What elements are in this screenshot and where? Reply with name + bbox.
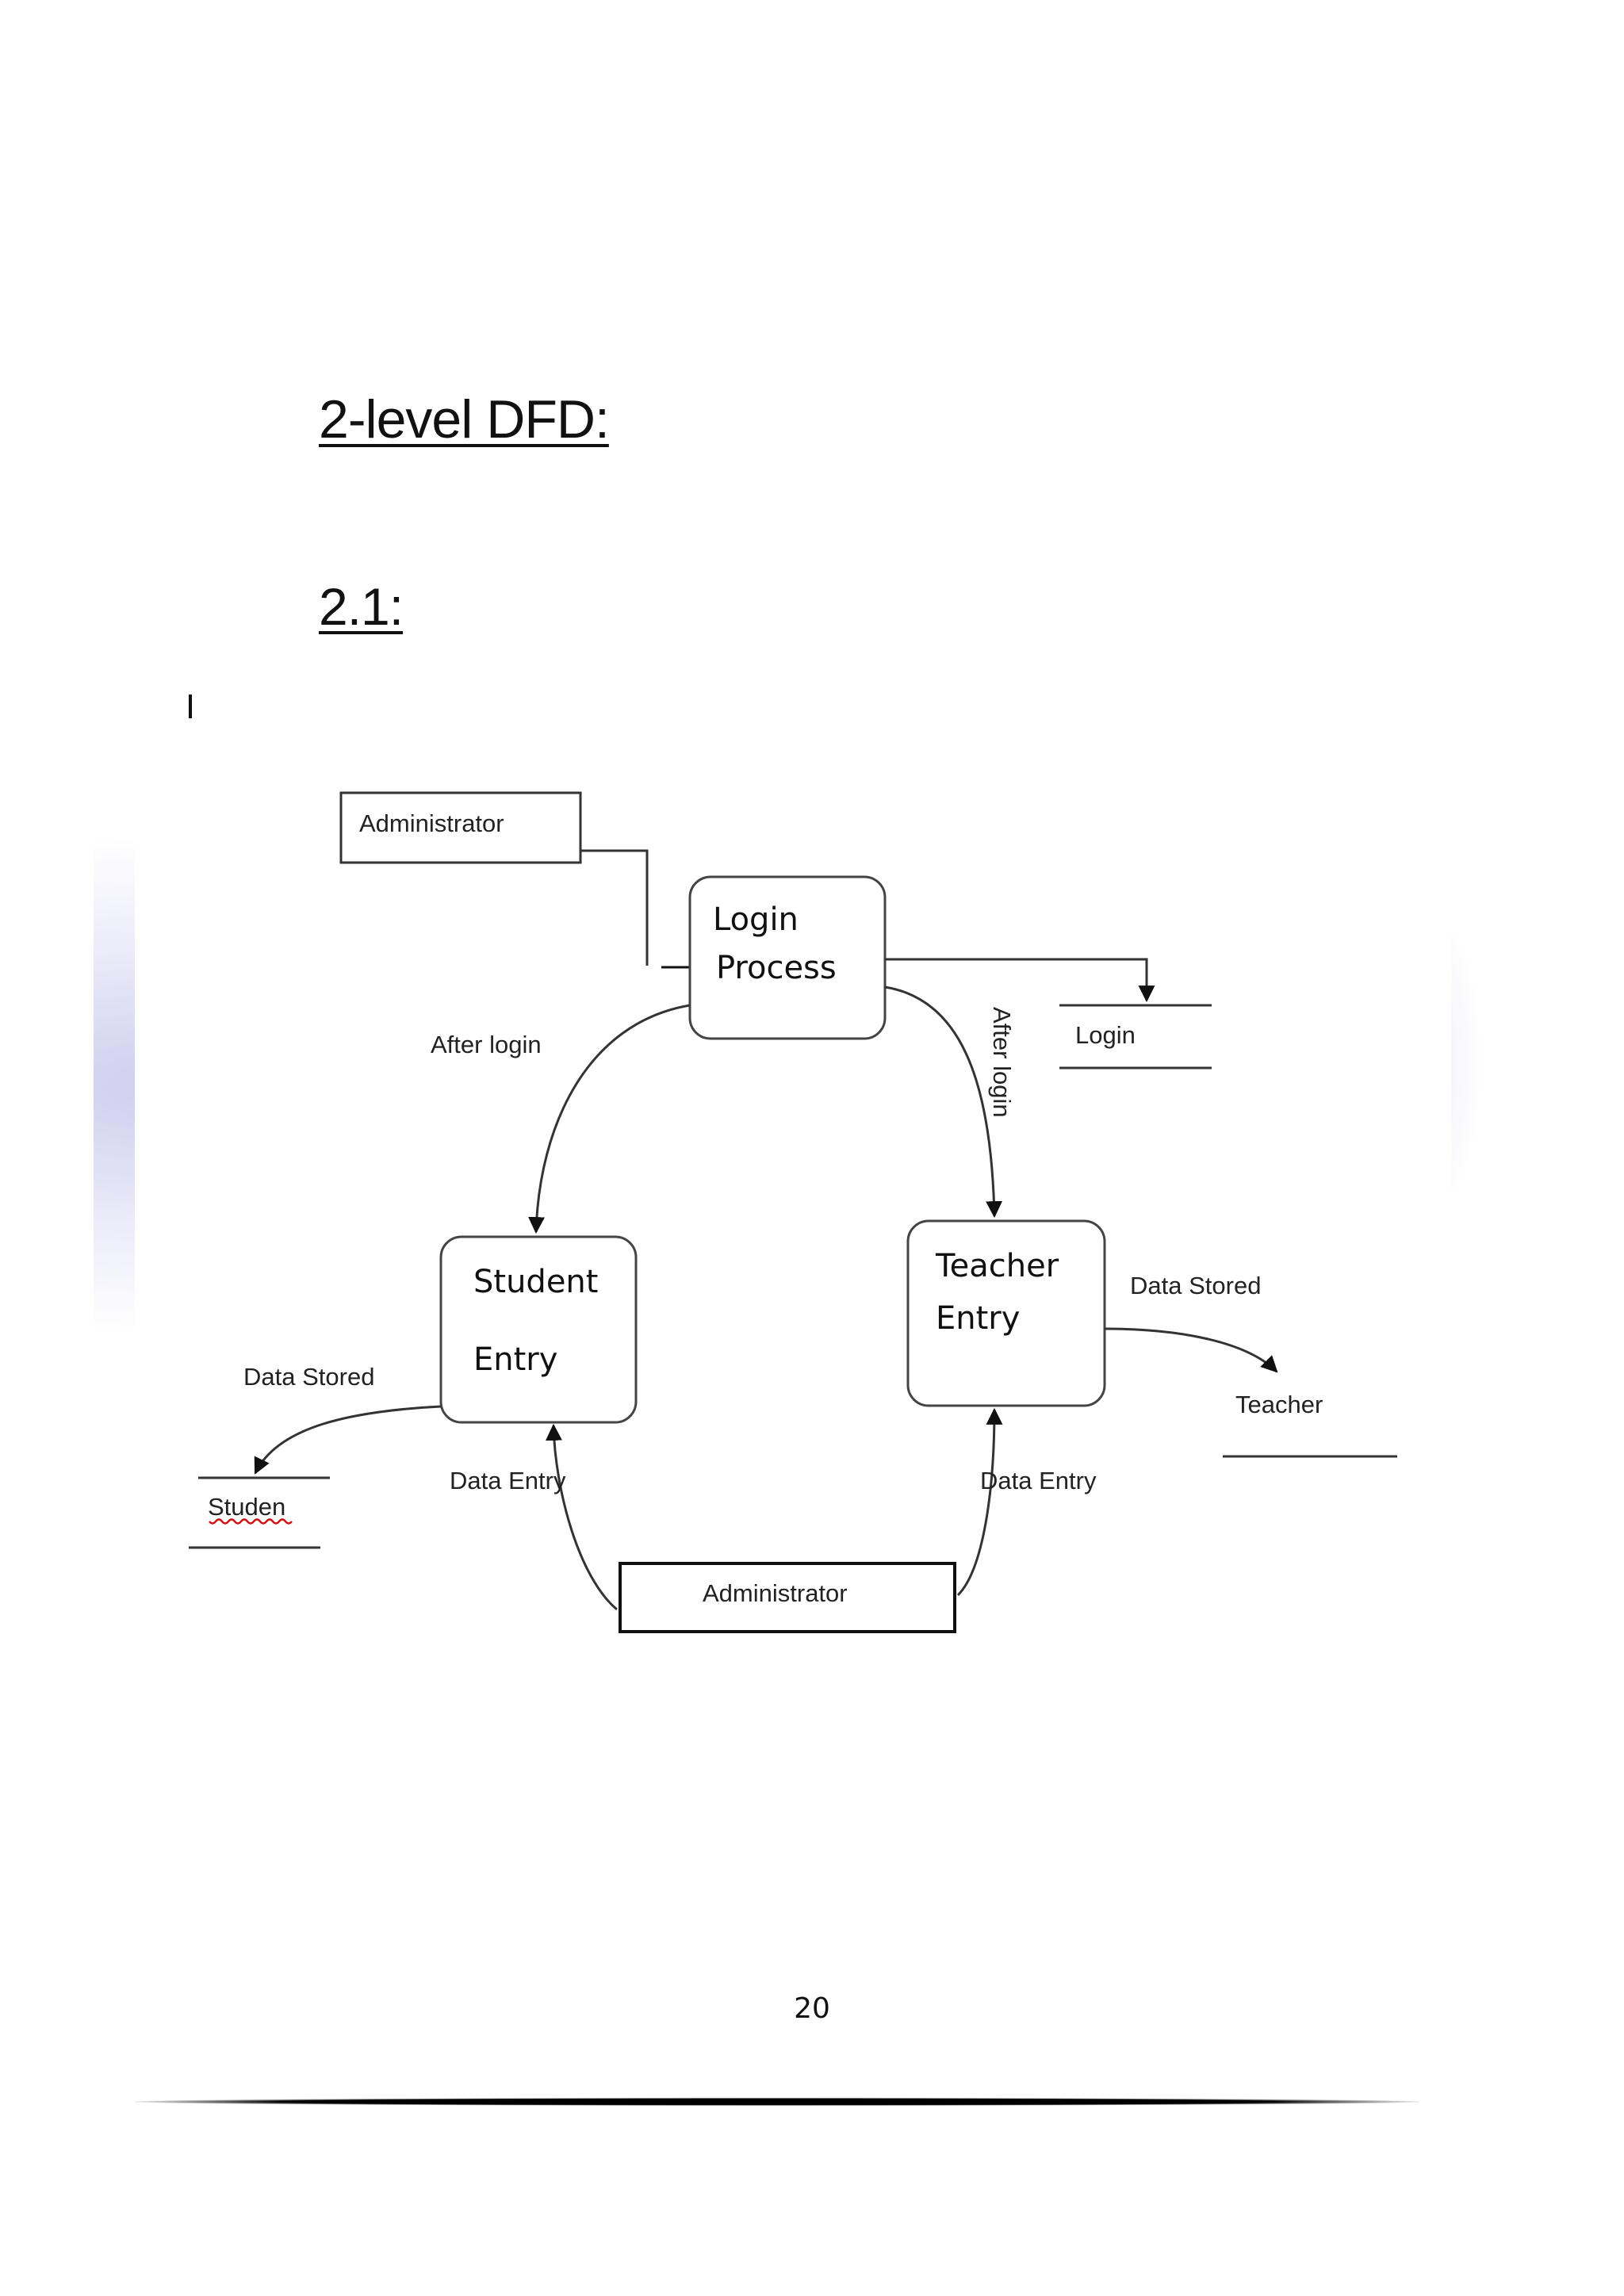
flow-admin-to-student [545,1423,618,1611]
process-login-line2: Process [716,950,837,986]
process-teacher-line1: Teacher [935,1248,1059,1284]
store-login-label: Login [1075,1021,1136,1049]
process-teacher-line2: Entry [936,1300,1020,1337]
process-login: Login Process [688,875,887,1040]
entity-administrator-bottom: Administrator [619,1562,956,1633]
entity-administrator-bottom-label: Administrator [703,1579,848,1607]
flow-data-stored-left-label: Data Stored [243,1363,374,1391]
store-student-label: Studen [208,1493,285,1521]
flow-login-to-store [885,958,1155,1003]
flow-data-entry-left-label: Data Entry [450,1467,566,1494]
flow-after-login-left-label: After login [431,1031,542,1058]
store-student: Studen [189,1476,330,1549]
process-login-line1: Login [713,901,799,938]
store-login: Login [1059,1004,1212,1070]
flow-login-to-teacher [884,985,1003,1219]
entity-administrator-top: Administrator [339,791,582,864]
flow-after-login-right-label: After login [988,1007,1016,1118]
text-cursor-mark [189,695,192,718]
page-number: 20 [794,1992,830,2025]
process-student-line1: Student [473,1264,598,1300]
flow-student-to-store [254,1405,442,1475]
flow-admin-to-teacher [956,1407,1003,1597]
section-heading: 2-level DFD: [319,389,610,450]
store-teacher: Teacher [1223,1391,1397,1458]
flow-data-stored-right-label: Data Stored [1130,1272,1261,1299]
flow-teacher-to-store [1104,1327,1278,1373]
spellcheck-underline [209,1518,293,1525]
store-teacher-label: Teacher [1235,1391,1323,1418]
flow-data-entry-right-label: Data Entry [980,1467,1097,1494]
process-student-entry: Student Entry [439,1235,638,1424]
subsection-heading: 2.1: [319,577,404,636]
footer-rule [135,2098,1419,2106]
flow-login-to-student [528,1004,691,1234]
flow-admin-to-login [580,849,649,966]
entity-administrator-top-label: Administrator [359,809,504,837]
process-teacher-entry: Teacher Entry [906,1219,1106,1407]
process-student-line2: Entry [473,1341,557,1378]
